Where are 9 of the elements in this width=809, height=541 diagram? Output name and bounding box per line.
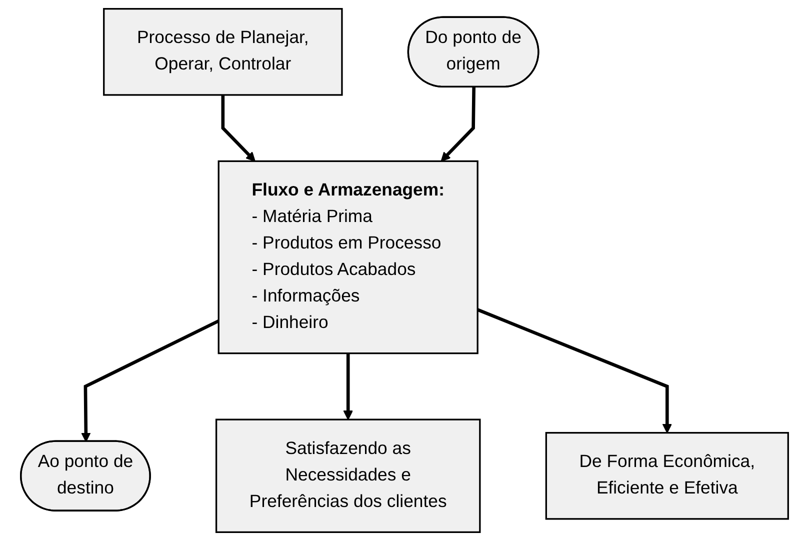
node-box: Processo de Planejar, Operar, Controlar (103, 8, 343, 96)
node-box: Satisfazendo as Necessidades e Preferências dos clientes (215, 418, 481, 533)
arrow (476, 308, 672, 434)
arrow (343, 353, 353, 420)
node-box: Fluxo e Armazenagem: - Matéria Prima - Produtos em Processo - Produtos Acabados - Informações - Dinheiro (218, 160, 478, 354)
arrow (221, 94, 256, 162)
arrow (81, 319, 220, 442)
node-box: De Forma Econômica, Eficiente e Efetiva (545, 432, 789, 520)
arrow (440, 87, 476, 162)
